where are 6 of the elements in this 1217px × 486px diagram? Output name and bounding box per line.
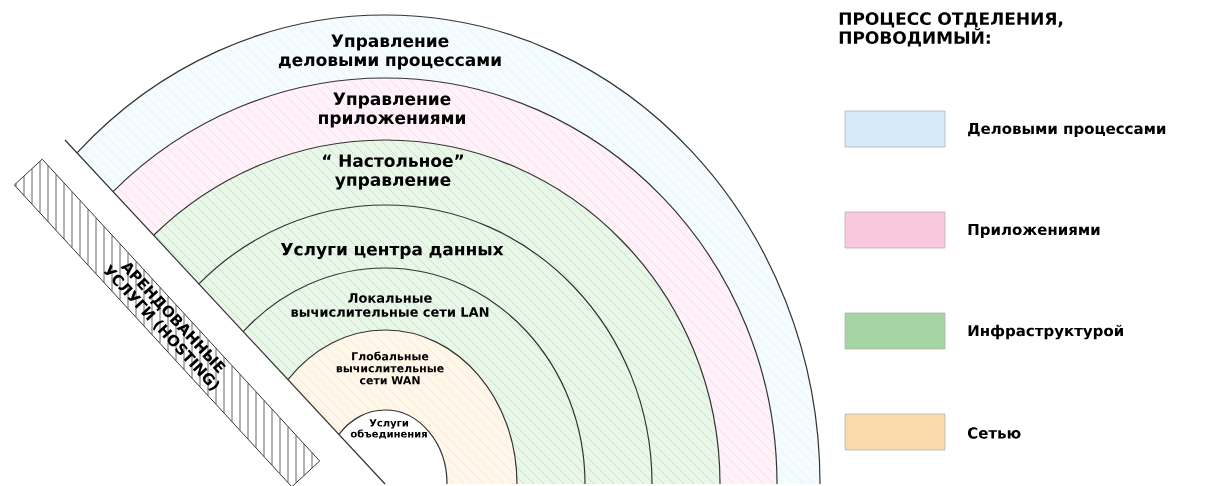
legend-label: Сетью [967,427,1021,439]
legend-label: Приложениями [968,223,1100,238]
fan-band: Услуги объединения [338,409,448,485]
legend-title: ПРОЦЕСС ОТДЕЛЕНИЯ, ПРОВОДИМЫЙ: [839,12,1063,47]
legend-label: Деловыми процессами [968,122,1166,137]
legend-label: Инфраструктурой [968,324,1123,340]
